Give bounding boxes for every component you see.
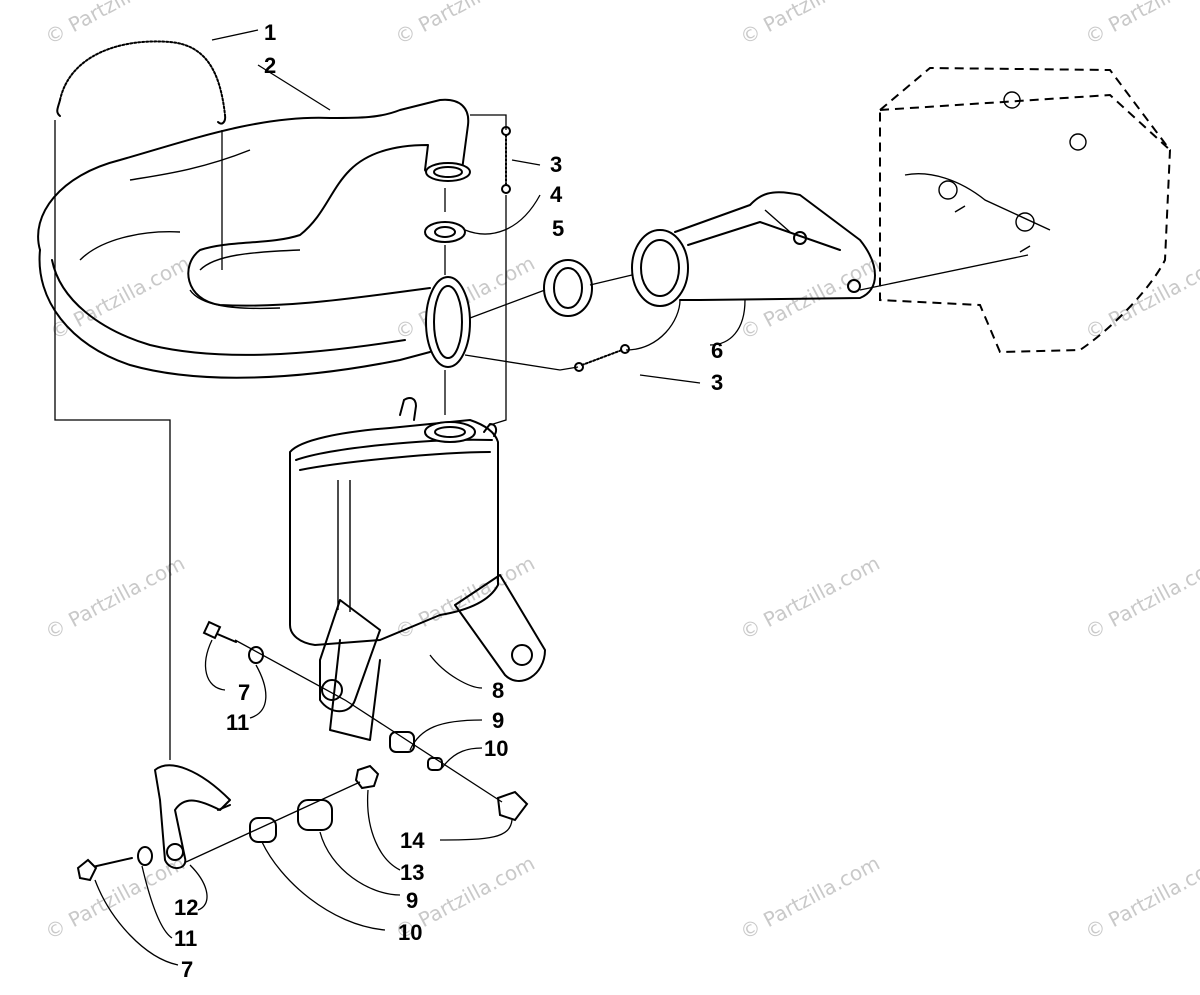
watermark: © Partzilla.com <box>391 0 539 49</box>
callout-10: 10 <box>484 736 508 761</box>
watermark: © Partzilla.com <box>1081 251 1200 345</box>
engine-outline <box>879 66 1172 354</box>
spring-part-3-lower <box>574 344 630 372</box>
callout-11: 11 <box>226 710 249 735</box>
watermark: © Partzilla.com <box>46 251 194 345</box>
callout-3: 3 <box>711 370 723 395</box>
leader-lines <box>54 29 1029 966</box>
watermark: © Partzilla.com <box>1081 0 1200 49</box>
watermark: © Partzilla.com <box>736 0 884 49</box>
seal-ring-part-5 <box>543 259 593 317</box>
watermark: © Partzilla.com <box>41 851 189 945</box>
watermark: © Partzilla.com <box>1081 851 1200 945</box>
watermark: © Partzilla.com <box>736 551 884 645</box>
watermark: © Partzilla.com <box>41 551 189 645</box>
spring-part-1 <box>56 40 227 125</box>
callouts: 1 2 3 4 5 6 3 8 7 11 9 10 14 13 9 10 12 … <box>174 20 723 982</box>
callout-11: 11 <box>174 926 197 951</box>
spring-part-3-upper <box>501 126 511 194</box>
callout-12: 12 <box>174 895 198 920</box>
callout-14: 14 <box>400 828 425 853</box>
callout-1: 1 <box>264 20 276 45</box>
watermark: © Partzilla.com <box>1081 551 1200 645</box>
hardware <box>76 620 529 882</box>
callout-9: 9 <box>492 708 504 733</box>
callout-3: 3 <box>550 152 562 177</box>
callout-7: 7 <box>238 680 250 705</box>
watermark-layer: © Partzilla.com © Partzilla.com © Partzi… <box>41 0 1200 944</box>
callout-5: 5 <box>552 216 564 241</box>
tuned-pipe-part-2 <box>37 98 471 379</box>
callout-10: 10 <box>398 920 422 945</box>
callout-6: 6 <box>711 338 723 363</box>
manifold-part-6 <box>631 191 876 307</box>
callout-8: 8 <box>492 678 504 703</box>
callout-7: 7 <box>181 957 193 982</box>
watermark: © Partzilla.com <box>736 851 884 945</box>
callout-4: 4 <box>550 182 563 207</box>
callout-13: 13 <box>400 860 424 885</box>
callout-2: 2 <box>264 53 276 78</box>
callout-9: 9 <box>406 888 418 913</box>
gasket-part-4 <box>424 221 466 243</box>
bracket-part-12 <box>154 764 231 869</box>
muffler-part-8 <box>289 397 546 741</box>
